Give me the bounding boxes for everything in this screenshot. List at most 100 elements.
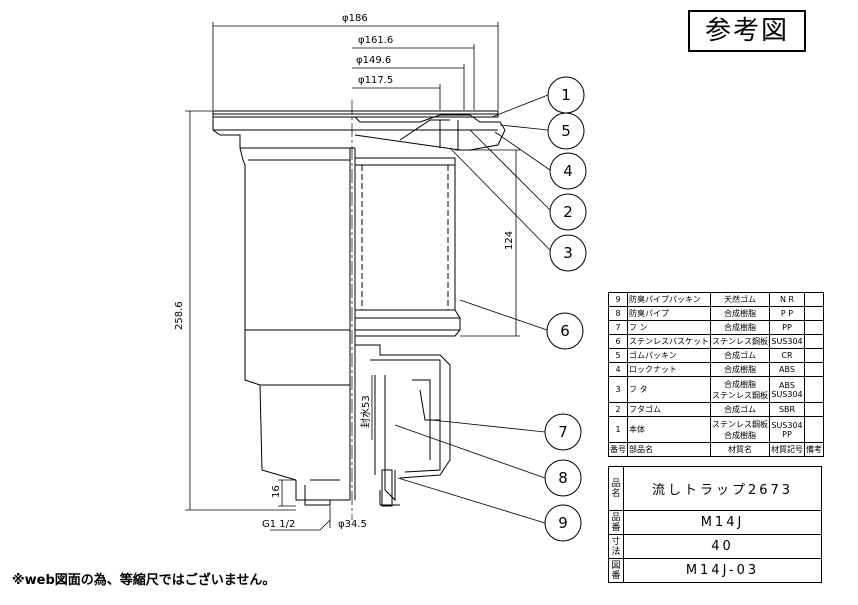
leader-lines [394, 94, 551, 524]
part-material-line: 合成樹脂 [724, 323, 756, 332]
dim-258-6: 258.6 [174, 301, 185, 330]
size-label: 寸法 [608, 534, 624, 559]
part-number: 3 [608, 376, 628, 403]
part-material: 合成樹脂 [710, 362, 770, 377]
part-material-line: 合成樹脂 [724, 309, 756, 318]
disclaimer-note: ※web図面の為、等縮尺ではございません。 [12, 573, 276, 588]
height-dimension [185, 110, 296, 511]
part-name: ステンレスバスケット [627, 334, 711, 349]
part-code: SUS304 [769, 334, 805, 349]
part-code-line: SUS304 [771, 389, 803, 399]
header-code: 材質記号 [769, 442, 805, 457]
part-remark [804, 402, 824, 417]
dim-34-5: φ34.5 [338, 519, 367, 530]
part-number: 9 [608, 292, 628, 307]
header-material: 材質名 [710, 442, 770, 457]
part-remark [804, 416, 824, 443]
part-number: 1 [608, 416, 628, 443]
callout-5: 5 [561, 122, 571, 140]
thread-dimension [270, 479, 331, 531]
part-code-line: CR [781, 351, 793, 360]
part-material: 合成ゴム [710, 348, 770, 363]
callout-7: 7 [558, 423, 568, 441]
header-name: 部品名 [627, 442, 711, 457]
part-number: 5 [608, 348, 628, 363]
part-number: 4 [608, 362, 628, 377]
part-code-line: SBR [778, 405, 796, 414]
dim-seal: 封水53 [359, 395, 372, 428]
parts-header-row: 番号部品名材質名材質記号備考 [608, 442, 824, 457]
part-code-line: P P [780, 309, 794, 318]
part-code-line: ABS [779, 365, 795, 374]
part-code-line: SUS304 [771, 420, 803, 430]
part-remark [804, 376, 824, 403]
basket-dimension [455, 149, 520, 337]
trap-bowl [355, 344, 451, 507]
part-number: 7 [608, 320, 628, 335]
part-code: ABS [769, 362, 805, 377]
callout-1: 1 [561, 86, 571, 104]
dim-149-6: φ149.6 [356, 55, 391, 66]
part-remark [804, 292, 824, 307]
part-material: ステンレス鋼板合成樹脂 [710, 416, 770, 443]
trap-body [239, 147, 356, 506]
part-code: SBR [769, 402, 805, 417]
part-remark [804, 334, 824, 349]
part-code-line: PP [782, 323, 792, 332]
part-material-line: ステンレス鋼板 [712, 419, 768, 429]
part-name: 防臭パイプパッキン [627, 292, 711, 307]
part-name: ロックナット [627, 362, 711, 377]
part-name: 防臭パイプ [627, 306, 711, 321]
reference-badge: 参考図 [688, 10, 806, 52]
part-material-line: 合成ゴム [724, 405, 756, 414]
part-material-line: 合成ゴム [724, 351, 756, 360]
drawing-label: 図番 [608, 558, 624, 583]
part-code: N R [769, 292, 805, 307]
callout-circles [544, 76, 587, 542]
product-label: 品名 [608, 466, 624, 511]
part-code: CR [769, 348, 805, 363]
part-material-line: 合成樹脂 [724, 430, 756, 440]
part-code: PP [769, 320, 805, 335]
number-label: 品番 [608, 510, 624, 535]
top-dimensions [212, 22, 499, 110]
part-name: フ タ [627, 376, 711, 403]
part-name: フタゴム [627, 402, 711, 417]
part-material: 合成ゴム [710, 402, 770, 417]
dim-16: 16 [271, 485, 282, 498]
drawing-value: M14J-03 [623, 558, 822, 583]
part-material: 合成樹脂 [710, 306, 770, 321]
part-remark [804, 348, 824, 363]
part-material: 合成樹脂 [710, 320, 770, 335]
part-material-line: 天然ゴム [724, 295, 756, 304]
size-value: 40 [623, 534, 822, 559]
number-value: M14J [623, 510, 822, 535]
part-material: 天然ゴム [710, 292, 770, 307]
part-remark [804, 362, 824, 377]
part-name: 本体 [627, 416, 711, 443]
info-table: 品名 流しトラップ2673 品番 M14J 寸法 40 図番 M14J-03 [608, 466, 822, 583]
part-code-line: PP [782, 429, 792, 439]
part-number: 2 [608, 402, 628, 417]
part-material: ステンレス鋼板 [710, 334, 770, 349]
dim-124: 124 [504, 231, 515, 250]
part-number: 6 [608, 334, 628, 349]
part-material-line: ステンレス鋼板 [712, 337, 768, 346]
part-material-line: 合成樹脂 [724, 379, 756, 389]
part-code-line: ABS [779, 380, 795, 390]
callout-4: 4 [563, 162, 573, 180]
callout-3: 3 [563, 244, 573, 262]
basket [355, 157, 461, 337]
header-remark: 備考 [804, 442, 824, 457]
dim-161-6: φ161.6 [358, 35, 393, 46]
product-value: 流しトラップ2673 [623, 466, 822, 511]
part-code-line: SUS304 [771, 337, 803, 346]
part-code: P P [769, 306, 805, 321]
